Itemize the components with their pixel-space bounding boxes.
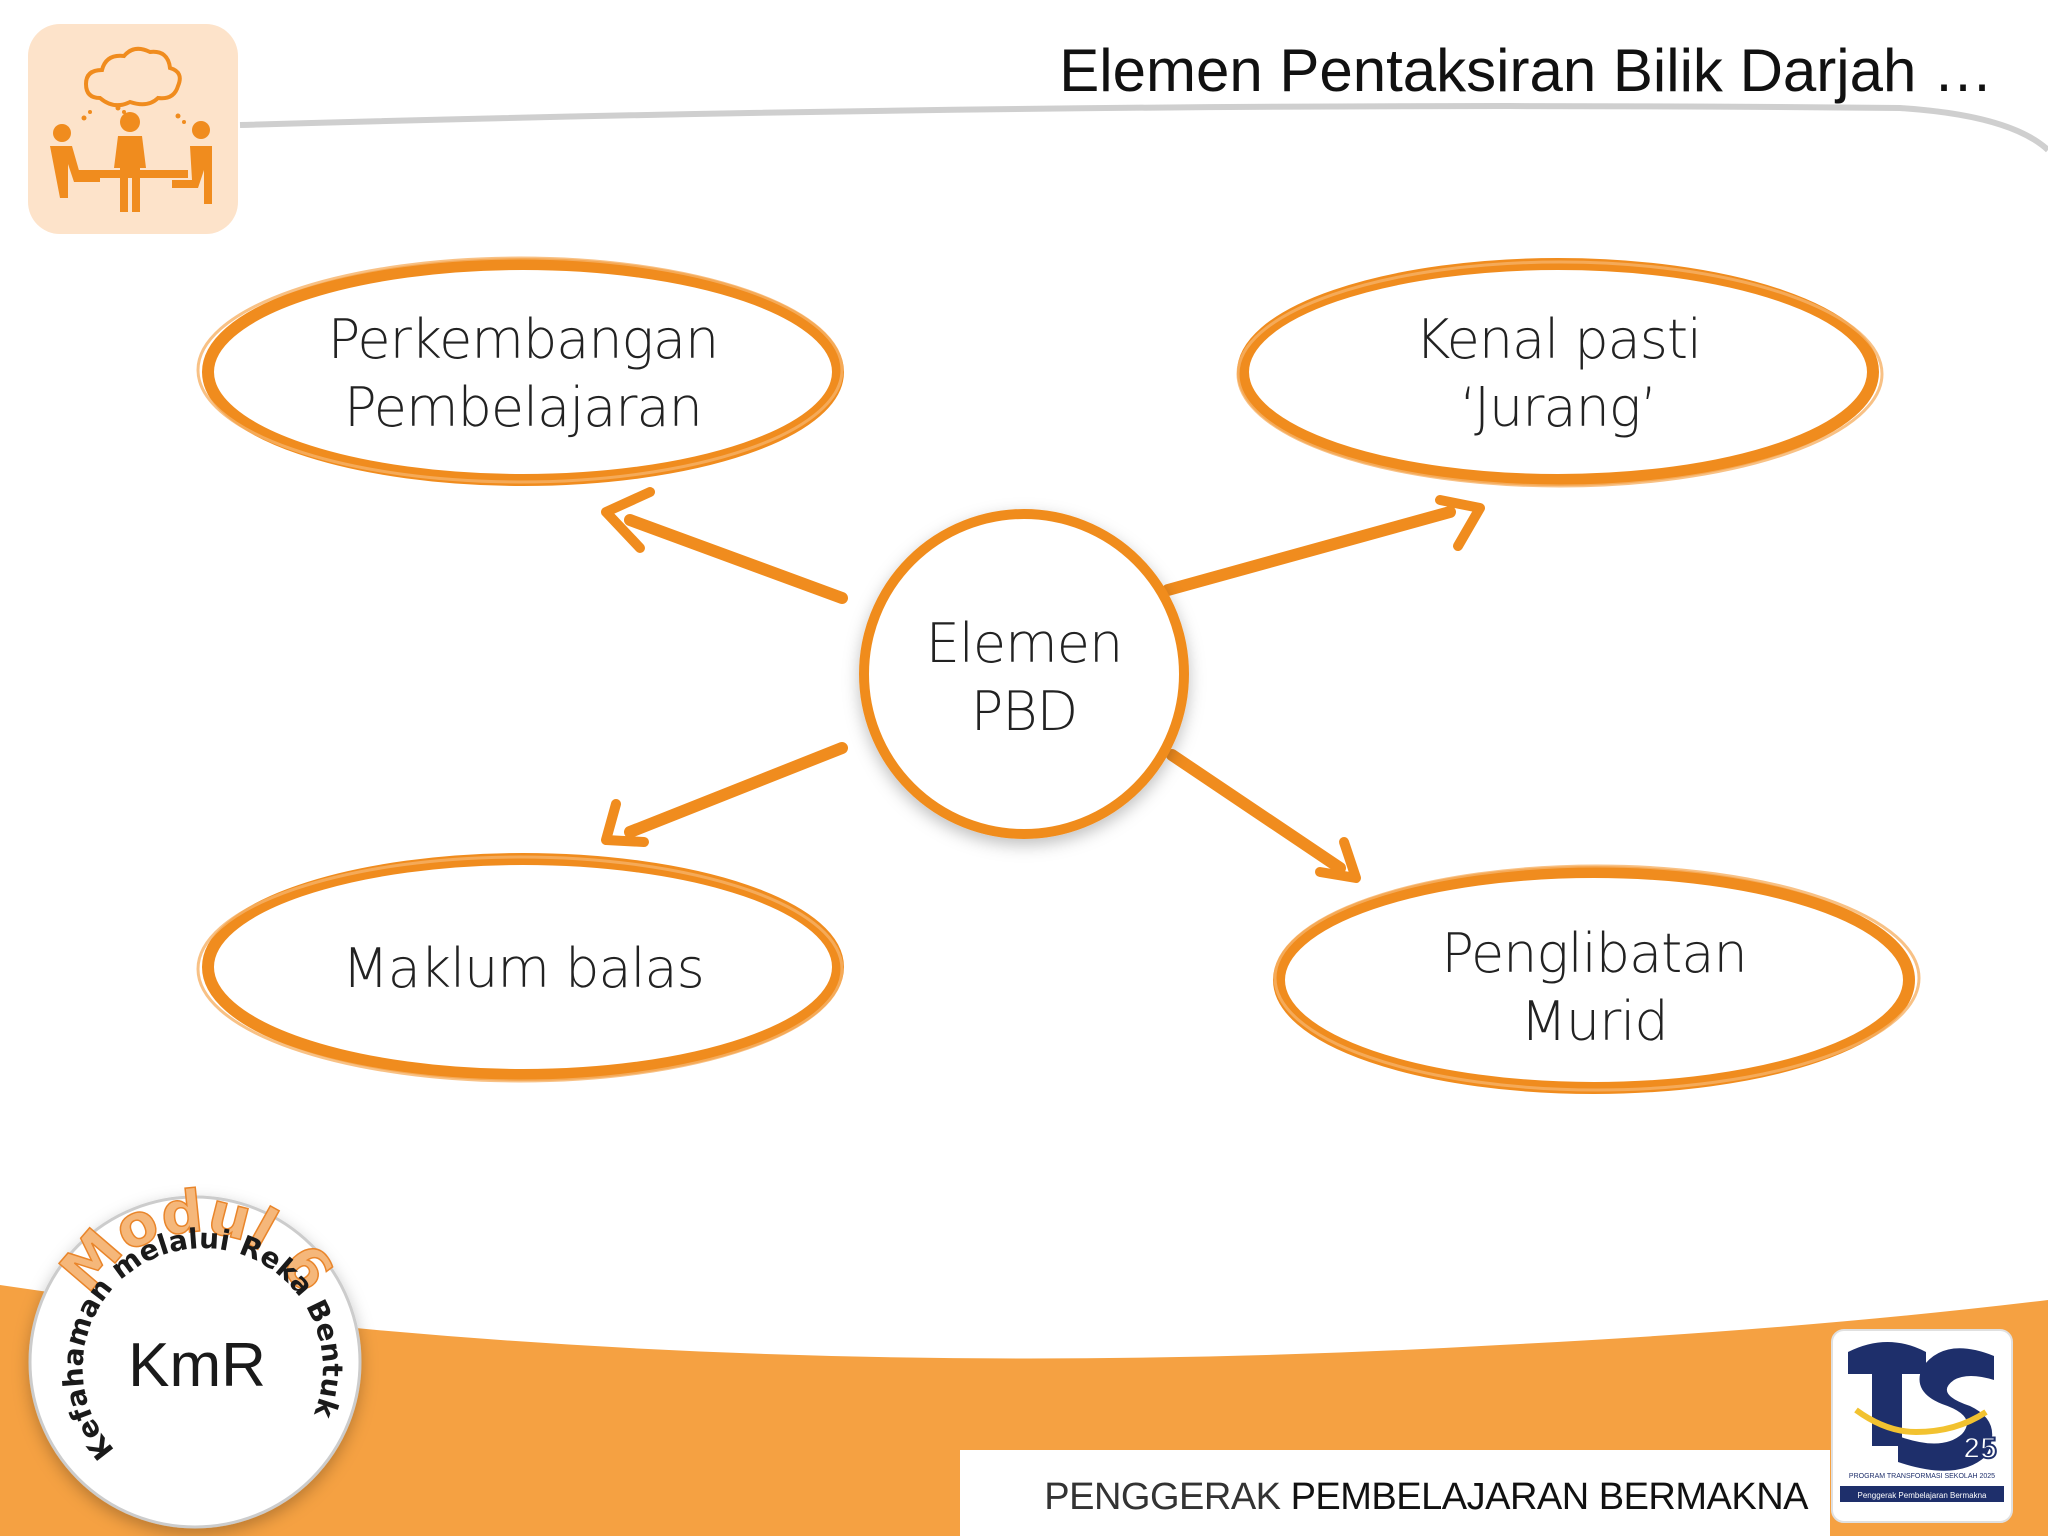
node-top-left: Perkembangan Pembelajaran — [228, 306, 818, 442]
node-top-right-line1: Kenal pasti — [1414, 308, 1702, 371]
node-top-left-line2: Pembelajaran — [344, 376, 703, 439]
badge-center-text: KmR — [128, 1331, 266, 1400]
center-node-line2: PBD — [970, 680, 1079, 743]
meeting-icon — [28, 24, 238, 234]
logo-line1: PROGRAM TRANSFORMASI SEKOLAH 2025 — [1849, 1473, 1995, 1480]
arrowhead-bottom-right — [1315, 837, 1361, 883]
ellipse-top-right — [1237, 258, 1879, 486]
arrowhead-top-right — [1435, 495, 1485, 551]
arrow-bottom-right — [1166, 749, 1346, 874]
node-bottom-left: Maklum balas — [228, 935, 818, 1003]
center-circle — [859, 509, 1189, 839]
logo-line2: Penggerak Pembelajaran Bermakna — [1858, 1491, 1988, 1500]
arrow-bottom-left — [624, 742, 848, 838]
node-bottom-left-line1: Maklum balas — [342, 937, 705, 1000]
center-node: Elemen PBD — [874, 610, 1174, 746]
node-top-right-line2: ‘Jurang’ — [1459, 376, 1658, 439]
center-node-line1: Elemen — [925, 612, 1123, 675]
node-bottom-right-line1: Penglibatan — [1441, 922, 1747, 985]
header-underline — [239, 103, 2048, 153]
footer-light: PENGGERAK — [1044, 1476, 1291, 1518]
footer-white-area — [960, 1450, 1830, 1536]
arrowhead-bottom-left — [601, 799, 649, 847]
ellipse-top-left — [202, 258, 844, 486]
footer-tagline: PENGGERAK PEMBELAJARAN BERMAKNA — [1044, 1476, 1808, 1519]
node-top-right: Kenal pasti ‘Jurang’ — [1263, 306, 1853, 442]
logo-number: 25 — [1963, 1432, 1996, 1465]
modul-badge: Modul 6 Kefahaman melalui Reka Bentuk — [28, 1176, 362, 1529]
node-top-left-line1: Perkembangan — [327, 308, 720, 371]
ts25-logo: 25 PROGRAM TRANSFORMASI SEKOLAH 2025 Pen… — [1831, 1329, 2013, 1523]
arrowhead-top-left — [601, 487, 655, 553]
page-title: Elemen Pentaksiran Bilik Darjah … — [1059, 37, 1993, 104]
footer-bold: PEMBELAJARAN BERMAKNA — [1290, 1476, 1809, 1518]
ellipse-bottom-right — [1273, 866, 1915, 1094]
arrows — [601, 487, 1485, 883]
arrow-top-left — [624, 514, 848, 604]
node-bottom-right-line2: Murid — [1520, 990, 1668, 1053]
node-bottom-right: Penglibatan Murid — [1299, 920, 1889, 1056]
ellipses — [202, 258, 1915, 1094]
arrow-top-right — [1162, 506, 1456, 596]
ellipse-bottom-left — [202, 853, 844, 1081]
